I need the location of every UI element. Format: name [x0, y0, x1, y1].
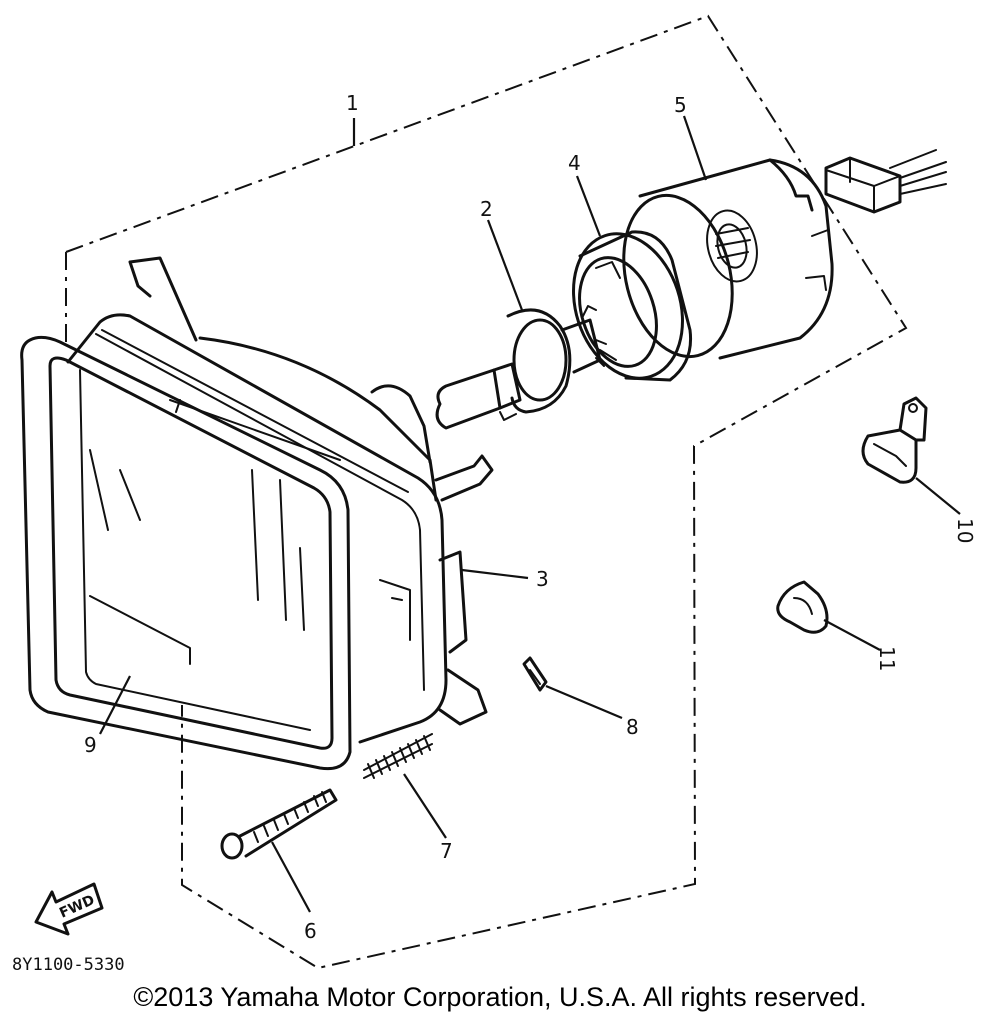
cable-clip-part-11: [776, 580, 829, 634]
bulb-retaining-ring-part-4: [572, 230, 693, 382]
headlight-unit-part-3: [66, 256, 494, 744]
bulb-part-2: [435, 305, 607, 430]
leader-4: [575, 175, 602, 237]
copyright-notice: ©2013 Yamaha Motor Corporation, U.S.A. A…: [133, 982, 867, 1012]
rubber-cover-part-5: [622, 158, 834, 360]
callout-6: 6: [304, 919, 317, 943]
callout-11: 11: [875, 646, 899, 671]
callout-8: 8: [626, 715, 639, 739]
cable-clamp-part-10: [861, 396, 928, 484]
callout-2: 2: [480, 197, 493, 221]
leader-11: [823, 619, 881, 651]
leader-8: [545, 684, 623, 720]
spring-part-7: [363, 733, 433, 779]
callout-3: 3: [536, 567, 549, 591]
callout-10: 10: [953, 518, 977, 543]
callout-1: 1: [346, 91, 359, 115]
leader-2: [486, 219, 524, 311]
forward-direction-arrow-icon: FWD: [34, 882, 104, 936]
leader-lines: [99, 115, 961, 913]
callout-9: 9: [84, 733, 97, 757]
screw-part-6: [220, 788, 338, 860]
leader-6: [271, 841, 311, 913]
callout-4: 4: [568, 151, 581, 175]
assembly-boundary-outline: [65, 14, 908, 970]
wire-connector: [824, 149, 947, 214]
leader-3: [461, 568, 529, 580]
leader-10: [915, 477, 961, 515]
headlight-rim-part-9: [20, 335, 352, 771]
leader-7: [403, 773, 447, 839]
leader-5: [682, 115, 708, 181]
clip-part-8: [522, 656, 548, 692]
leader-9: [99, 675, 131, 735]
diagram-code: 8Y1100-5330: [12, 955, 125, 975]
callout-5: 5: [674, 93, 687, 117]
callout-7: 7: [440, 839, 453, 863]
